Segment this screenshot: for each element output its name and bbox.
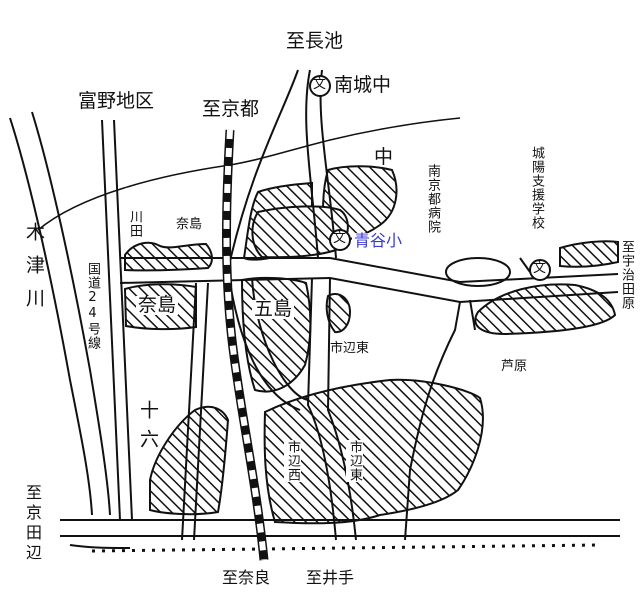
area-ichinobe-small bbox=[325, 293, 352, 334]
label-nanjo-junior-high: 南城中 bbox=[334, 74, 392, 96]
school-symbols bbox=[309, 75, 551, 281]
label-route-24: 国道24号線 bbox=[85, 262, 100, 350]
area-uji-east bbox=[559, 240, 619, 268]
label-minami-kyoto-hospital: 南京都病院 bbox=[425, 164, 440, 234]
area-ashihara bbox=[474, 283, 617, 336]
school-icon-joyo: 文 bbox=[533, 261, 547, 276]
label-naka: 中 bbox=[374, 146, 394, 168]
area-goshima bbox=[240, 276, 312, 393]
railway bbox=[222, 129, 269, 561]
label-najima-small: 奈島 bbox=[176, 217, 203, 232]
label-aodani-elementary: 青谷小 bbox=[352, 231, 405, 250]
label-to-kyotanabe: 至京田辺 bbox=[23, 484, 42, 564]
school-icon-aodani: 文 bbox=[333, 231, 347, 246]
roads bbox=[60, 69, 620, 549]
label-ashihara: 芦原 bbox=[501, 359, 528, 374]
label-najima-big: 奈島 bbox=[136, 294, 179, 316]
label-to-nagaike: 至長池 bbox=[286, 30, 344, 52]
area-kawata bbox=[124, 241, 213, 272]
area-east-large bbox=[263, 378, 484, 525]
district-boundary bbox=[37, 117, 461, 231]
label-joyo-support-school: 城陽支援学校 bbox=[529, 146, 544, 230]
label-tomino-district: 富野地区 bbox=[78, 90, 155, 112]
route-24 bbox=[101, 119, 133, 521]
label-to-nara: 至奈良 bbox=[222, 568, 271, 587]
label-to-ujitawara: 至宇治田原 bbox=[619, 240, 634, 310]
label-goshima: 五島 bbox=[252, 298, 295, 320]
label-to-ide: 至井手 bbox=[306, 568, 355, 587]
label-to-kyoto: 至京都 bbox=[202, 98, 260, 120]
label-ichinobe-nishi: 市辺西 bbox=[284, 440, 301, 482]
pond bbox=[445, 257, 511, 287]
label-ichinobe-higashi-horizontal: 市辺東 bbox=[330, 341, 370, 356]
school-icon-nanjo: 文 bbox=[313, 77, 327, 92]
kizugawa-river bbox=[9, 111, 111, 516]
label-juroku: 十六 bbox=[137, 400, 159, 458]
dotted-boundary bbox=[91, 543, 601, 553]
label-kawata: 川田 bbox=[127, 210, 142, 238]
label-ichinobe-higashi-vertical: 市辺東 bbox=[346, 440, 363, 482]
area-juroku bbox=[149, 405, 230, 516]
label-kizugawa: 木津川 bbox=[23, 222, 45, 321]
